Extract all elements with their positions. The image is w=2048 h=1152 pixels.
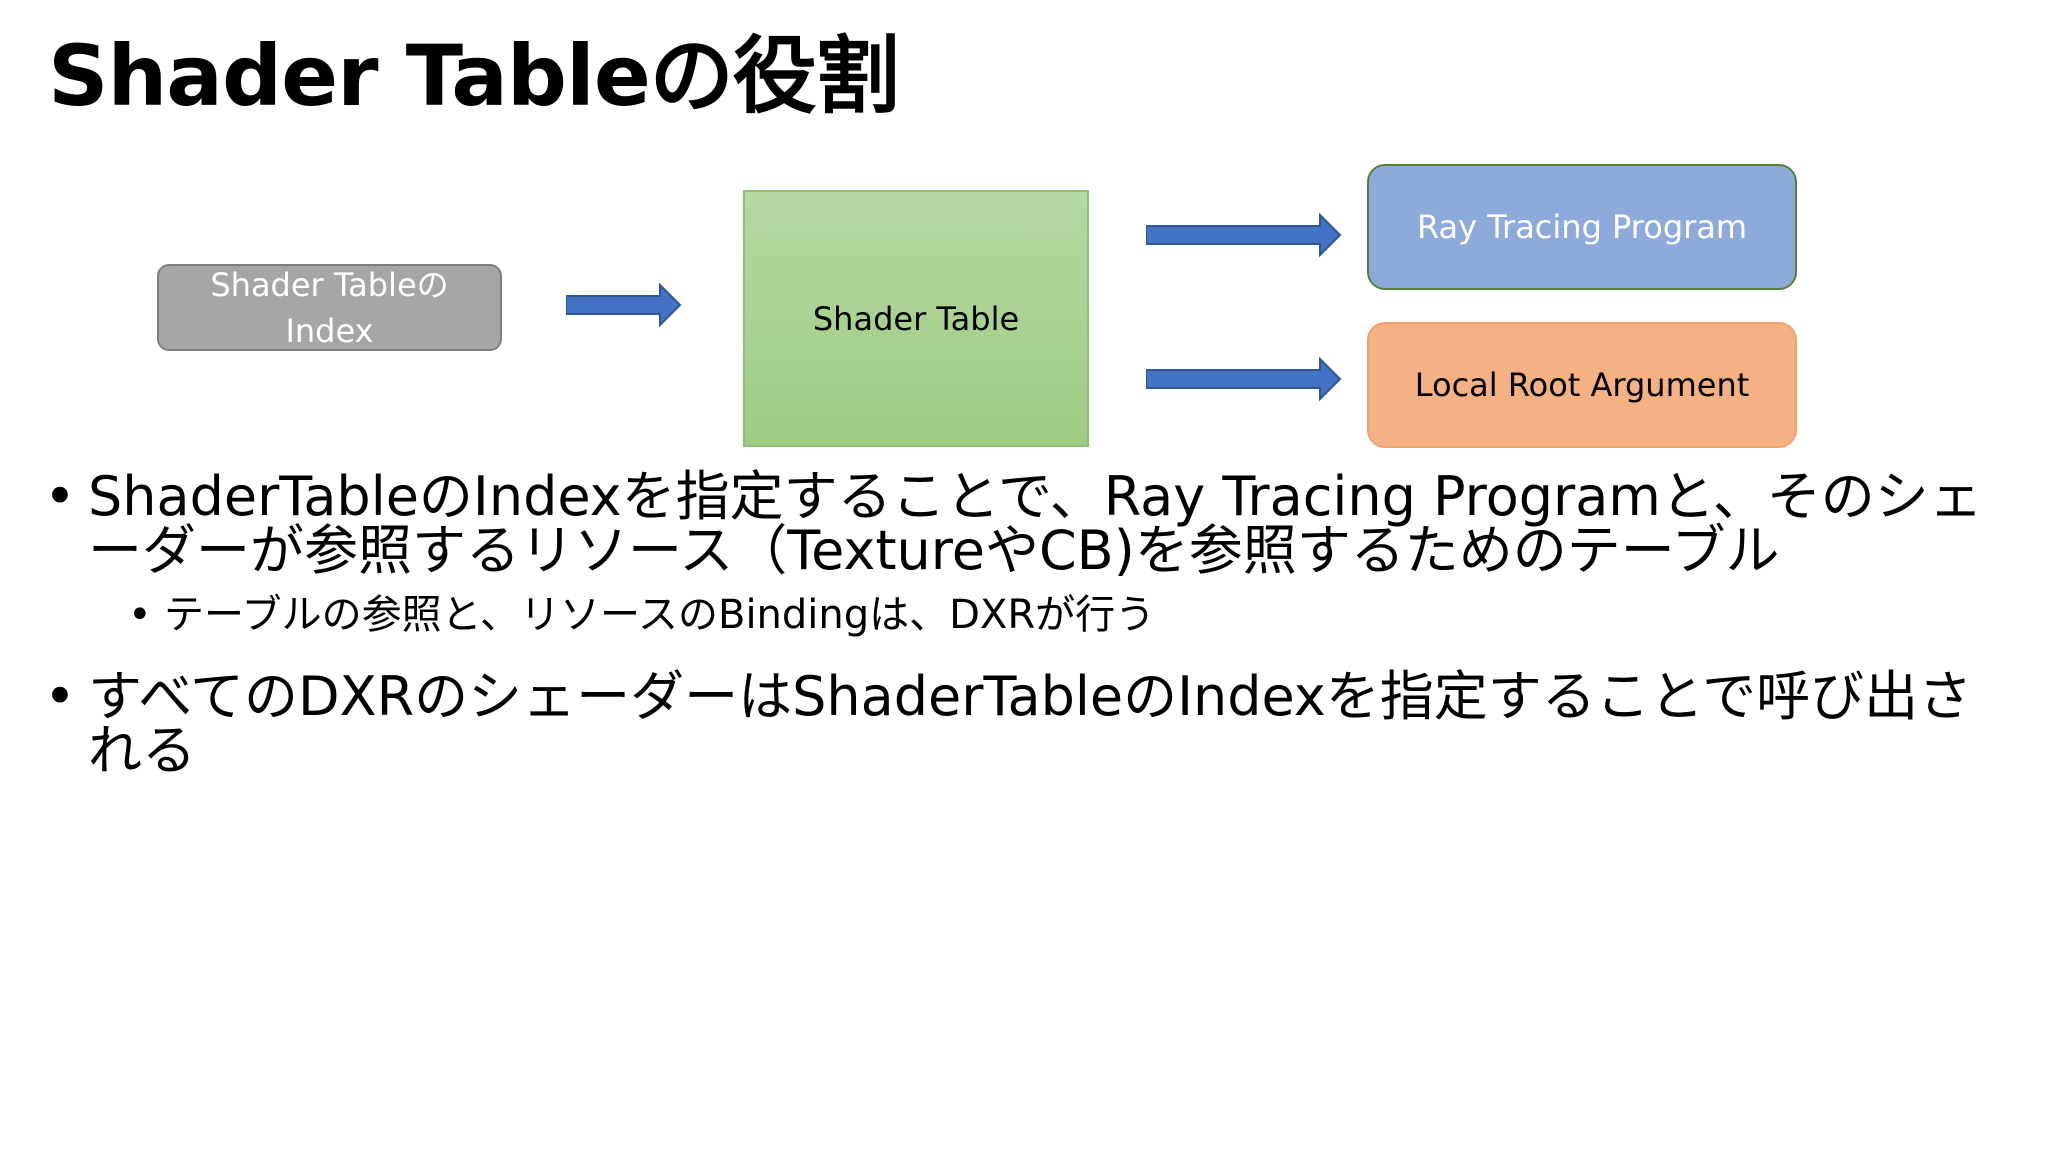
slide-title: Shader Tableの役割 [48, 27, 900, 125]
sub-bullet-item: • テーブルの参照と、リソースのBindingは、DXRが行う [44, 588, 2004, 642]
shader-table-index-label: Shader Tableの Index [210, 265, 449, 350]
bullet-item: • すべてのDXRのシェーダーはShaderTableのIndexを指定すること… [44, 670, 2004, 778]
bullet-dot-icon: • [128, 592, 152, 638]
shader-table-index-box: Shader Tableの Index [157, 264, 502, 351]
bullet-item: • ShaderTableのIndexを指定することで、Ray Tracing … [44, 470, 2004, 578]
slide-content: • ShaderTableのIndexを指定することで、Ray Tracing … [44, 470, 2004, 778]
ray-tracing-program-box: Ray Tracing Program [1367, 164, 1797, 290]
ray-tracing-program-label: Ray Tracing Program [1416, 208, 1748, 246]
sub-bullet-text: テーブルの参照と、リソースのBindingは、DXRが行う [164, 592, 1156, 638]
shader-table-label: Shader Table [812, 299, 1020, 338]
arrow-icon-index-to-table [566, 283, 682, 327]
local-root-argument-box: Local Root Argument [1367, 322, 1797, 448]
bullet-text: すべてのDXRのシェーダーはShaderTableのIndexを指定することで呼… [88, 665, 1973, 782]
shader-table-diagram: Shader Tableの Index Shader Table Ray Tra… [0, 0, 2048, 460]
arrow-icon-table-to-argument [1146, 357, 1342, 401]
bullet-text: ShaderTableのIndexを指定することで、Ray Tracing Pr… [88, 465, 1983, 582]
bullet-dot-icon: • [44, 665, 76, 728]
arrow-icon-table-to-program [1146, 213, 1342, 257]
local-root-argument-label: Local Root Argument [1414, 366, 1750, 404]
shader-table-box: Shader Table [743, 190, 1089, 447]
bullet-dot-icon: • [44, 465, 76, 528]
